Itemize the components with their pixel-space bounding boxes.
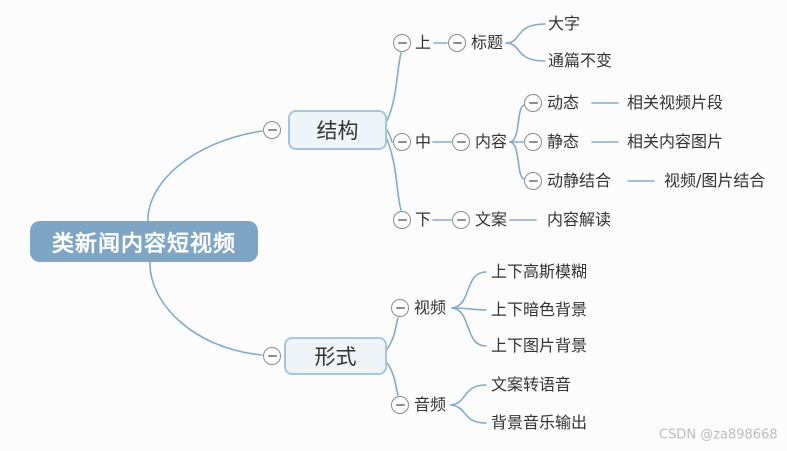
collapse-icon-middle[interactable] xyxy=(393,133,411,151)
root-topic[interactable]: 类新闻内容短视频 xyxy=(30,221,258,262)
leaf-video-image-combo[interactable]: 视频/图片结合 xyxy=(664,171,766,190)
collapse-icon-content[interactable] xyxy=(452,133,470,151)
leaf-content-interpretation[interactable]: 内容解读 xyxy=(547,210,612,229)
topic-static[interactable]: 静态 xyxy=(547,132,580,151)
minus-icon xyxy=(397,42,407,44)
minus-icon xyxy=(267,129,277,131)
topic-top[interactable]: 上 xyxy=(415,33,432,52)
topic-middle[interactable]: 中 xyxy=(415,132,432,151)
minus-icon xyxy=(456,141,466,143)
collapse-icon-dynamic[interactable] xyxy=(524,94,542,112)
leaf-related-video[interactable]: 相关视频片段 xyxy=(627,93,724,112)
leaf-background-music[interactable]: 背景音乐输出 xyxy=(491,413,588,432)
collapse-icon-top[interactable] xyxy=(393,34,411,52)
minus-icon xyxy=(528,141,538,143)
collapse-icon-mixed[interactable] xyxy=(524,172,542,190)
minus-icon xyxy=(395,307,405,309)
topic-title[interactable]: 标题 xyxy=(471,33,504,52)
branch-node-structure[interactable]: 结构 xyxy=(288,110,387,150)
leaf-text-to-speech[interactable]: 文案转语音 xyxy=(491,375,572,394)
minus-icon xyxy=(456,219,466,221)
minus-icon xyxy=(267,355,277,357)
collapse-icon-video[interactable] xyxy=(391,299,409,317)
branch-node-form[interactable]: 形式 xyxy=(284,337,387,375)
collapse-icon-static[interactable] xyxy=(524,133,542,151)
collapse-icon-bottom[interactable] xyxy=(393,211,411,229)
collapse-icon-structure[interactable] xyxy=(263,121,281,139)
leaf-gaussian-blur[interactable]: 上下高斯模糊 xyxy=(491,262,588,281)
topic-mixed[interactable]: 动静结合 xyxy=(547,171,612,190)
topic-video[interactable]: 视频 xyxy=(414,298,447,317)
topic-dynamic[interactable]: 动态 xyxy=(547,93,580,112)
topic-content[interactable]: 内容 xyxy=(475,132,508,151)
collapse-icon-form[interactable] xyxy=(263,347,281,365)
minus-icon xyxy=(397,219,407,221)
minus-icon xyxy=(395,404,405,406)
topic-copywriting[interactable]: 文案 xyxy=(475,210,508,229)
leaf-image-background[interactable]: 上下图片背景 xyxy=(491,336,588,355)
leaf-big-text[interactable]: 大字 xyxy=(548,14,581,33)
minus-icon xyxy=(397,141,407,143)
collapse-icon-audio[interactable] xyxy=(391,396,409,414)
collapse-icon-title[interactable] xyxy=(448,34,466,52)
minus-icon xyxy=(452,42,462,44)
leaf-related-image[interactable]: 相关内容图片 xyxy=(627,132,724,151)
leaf-unchanged[interactable]: 通篇不变 xyxy=(548,51,613,70)
leaf-dark-background[interactable]: 上下暗色背景 xyxy=(491,300,588,319)
topic-bottom[interactable]: 下 xyxy=(415,210,432,229)
minus-icon xyxy=(528,180,538,182)
topic-audio[interactable]: 音频 xyxy=(414,395,447,414)
collapse-icon-copy[interactable] xyxy=(452,211,470,229)
csdn-watermark: CSDN @za898668 xyxy=(659,427,778,443)
minus-icon xyxy=(528,102,538,104)
